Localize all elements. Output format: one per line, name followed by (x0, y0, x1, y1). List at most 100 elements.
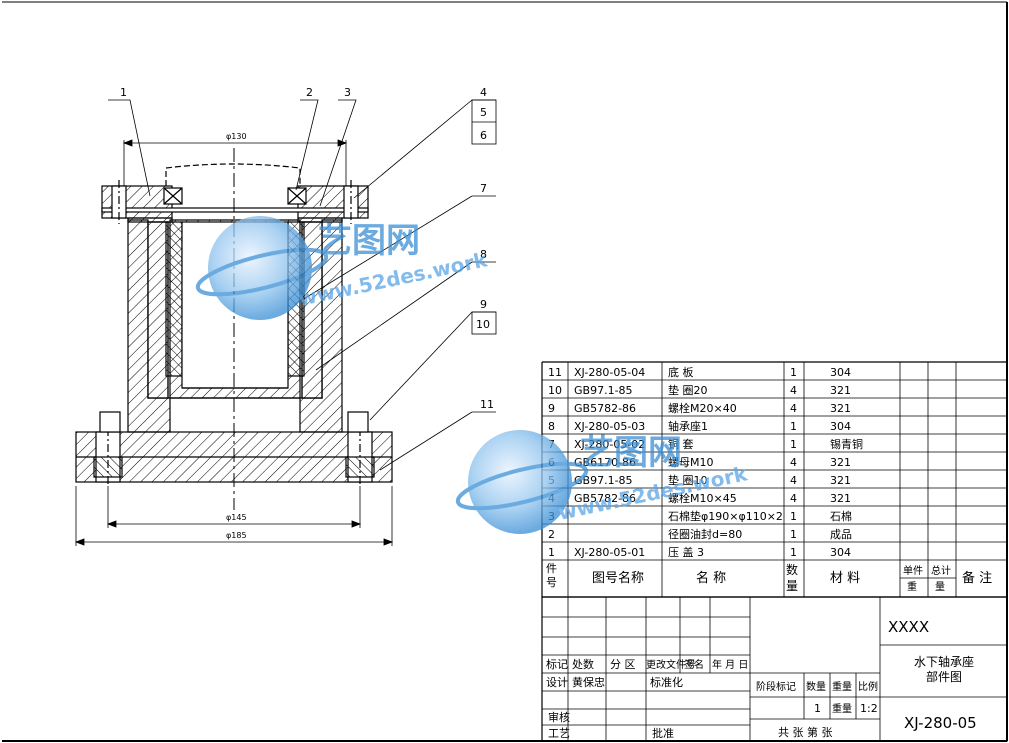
part-material: 石棉 (830, 509, 852, 523)
part-no: 2 (548, 528, 555, 541)
hdr-remark: 备 注 (962, 570, 992, 586)
part-material: 321 (830, 402, 851, 415)
watermark-brand-2: 艺图网 (580, 433, 682, 473)
rev-count: 处数 (572, 658, 594, 671)
scale-value: 1:2 (860, 702, 878, 715)
part-name: 螺栓M20×40 (668, 401, 737, 415)
bushing-left (165, 221, 183, 377)
hdr-name: 名 称 (696, 570, 726, 586)
rev-sign: 签名 (684, 658, 704, 671)
rev-doc: 更改文件号 (646, 658, 696, 671)
part-qty: 4 (790, 402, 797, 415)
title-block-text: XXXX 水下轴承座 部件图 XJ-280-05 标记 处数 分 区 更改文件号… (546, 618, 977, 740)
standardize-label: 标准化 (650, 675, 683, 689)
part-no: 10 (548, 384, 562, 397)
drawing-number: XJ-280-05 (904, 714, 977, 732)
part-code: GB6170-86 (574, 456, 636, 469)
part-no: 9 (548, 402, 555, 415)
rev-mark: 标记 (546, 657, 568, 671)
dim-bot: φ185 (226, 531, 247, 540)
part-name: 垫 圈10 (668, 473, 708, 487)
callout-10: 10 (476, 318, 490, 331)
part-qty: 4 (790, 474, 797, 487)
part-code: GB5782-86 (574, 492, 636, 505)
stage-label: 阶段标记 (756, 680, 796, 693)
callout-7: 7 (480, 182, 487, 195)
hdr-qty-2: 量 (786, 579, 798, 593)
callout-3: 3 (344, 86, 351, 99)
part-code: GB97.1-85 (574, 384, 633, 397)
callout-4: 4 (480, 86, 487, 99)
sheets-label: 共 张 第 张 (778, 725, 833, 739)
part-qty: 1 (790, 438, 797, 451)
part-material: 321 (830, 492, 851, 505)
callout-2: 2 (306, 86, 313, 99)
part-no: 8 (548, 420, 555, 433)
quantity-value: 1 (814, 702, 821, 715)
hdr-unit-weight: 单件 (903, 565, 923, 577)
part-name: 螺母M10 (668, 456, 714, 469)
drawing-title-1: 水下轴承座 (914, 654, 974, 669)
part-name: 轴承座1 (668, 419, 708, 433)
part-material: 321 (830, 474, 851, 487)
part-name: 底 板 (668, 365, 694, 379)
callout-labels: 1 2 3 4 5 6 7 8 9 10 11 (120, 86, 494, 411)
hdr-unit-weight-2: 重 (907, 580, 917, 593)
part-name: 石棉垫φ190×φ110×2 (668, 509, 783, 523)
part-code: GB97.1-85 (574, 474, 633, 487)
part-material: 成品 (830, 528, 852, 541)
part-code: XJ-280-05-01 (574, 546, 645, 559)
part-name: 螺栓M10×45 (668, 491, 737, 505)
part-material: 304 (830, 366, 851, 379)
rev-date: 年 月 日 (712, 658, 748, 671)
hdr-no-1: 件 (546, 562, 557, 575)
part-qty: 4 (790, 456, 797, 469)
review-label: 审核 (548, 710, 570, 724)
company-name: XXXX (888, 618, 929, 636)
part-name: 垫 圈20 (668, 383, 708, 397)
designer-name: 黄保忠 (572, 675, 605, 689)
callout-8: 8 (480, 248, 487, 261)
part-qty: 4 (790, 492, 797, 505)
callout-11: 11 (480, 398, 494, 411)
part-code: XJ-280-05-04 (574, 366, 645, 379)
part-code: XJ-280-05-02 (574, 438, 645, 451)
part-qty: 1 (790, 420, 797, 433)
hdr-qty-1: 数 (786, 562, 798, 577)
weight-label: 重量 (832, 680, 852, 693)
callout-1: 1 (120, 86, 127, 99)
hdr-material: 材 料 (830, 571, 860, 586)
callout-5: 5 (480, 106, 487, 119)
part-qty: 1 (790, 546, 797, 559)
hdr-code: 图号名称 (592, 570, 644, 586)
hdr-total-weight: 总计 (931, 564, 951, 577)
part-no: 11 (548, 366, 562, 379)
part-material: 321 (830, 384, 851, 397)
part-qty: 1 (790, 366, 797, 379)
dimensions (74, 139, 394, 546)
part-name: 压 盖 3 (668, 545, 704, 559)
callout-9: 9 (480, 298, 487, 311)
drawing-title-2: 部件图 (926, 669, 962, 684)
leader-lines (108, 99, 497, 471)
hdr-no-2: 号 (546, 576, 557, 589)
part-material: 304 (830, 420, 851, 433)
process-label: 工艺 (548, 727, 570, 740)
part-qty: 1 (790, 528, 797, 541)
approve-label: 批准 (652, 726, 674, 740)
weight-value: 重量 (832, 702, 852, 715)
part-name: 铜 套 (668, 437, 694, 451)
hdr-total-weight-2: 量 (935, 581, 945, 593)
part-name: 径圈油封d=80 (668, 527, 742, 541)
callout-6: 6 (480, 129, 487, 142)
part-code: GB5782-86 (574, 402, 636, 415)
part-qty: 1 (790, 510, 797, 523)
part-qty: 4 (790, 384, 797, 397)
rev-zone: 分 区 (610, 658, 636, 671)
part-material: 321 (830, 456, 851, 469)
part-material: 锡青铜 (830, 437, 863, 451)
part-no: 1 (548, 546, 555, 559)
section-view (75, 148, 393, 510)
